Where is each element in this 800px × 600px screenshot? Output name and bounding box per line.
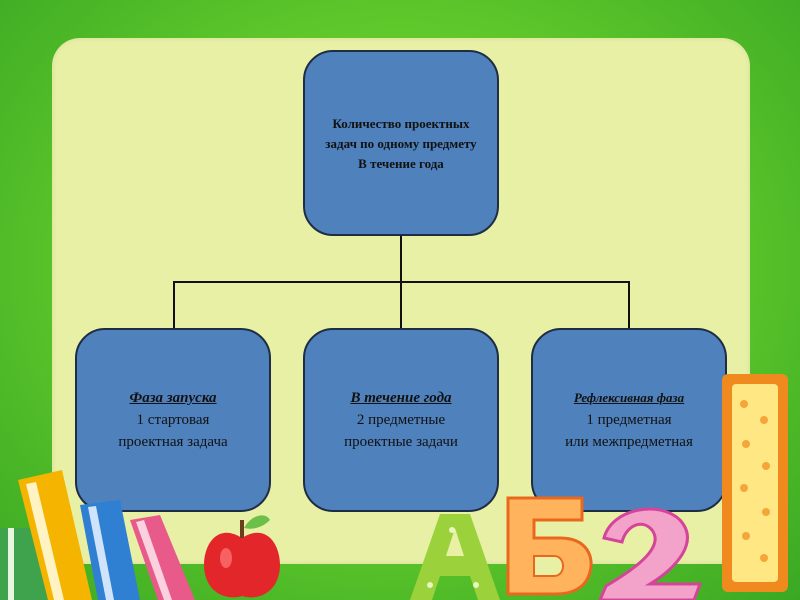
apple-icon: [204, 515, 280, 598]
connector-middle-down: [400, 281, 402, 328]
child-node-reflexive-phase: Рефлексивная фаза 1 предметная или межпр…: [531, 328, 727, 512]
child-title: Рефлексивная фаза: [573, 390, 685, 405]
child-text-line-1: 2 предметные: [356, 412, 446, 428]
root-line-3: В течение года: [358, 156, 444, 171]
child-text-line-1: 1 стартовая: [136, 412, 210, 428]
root-line-2: задач по одному предмету: [325, 136, 477, 151]
root-node: Количество проектных задач по одному пре…: [303, 50, 499, 236]
block-number-2-icon: [598, 507, 703, 600]
connector-root-down: [400, 236, 402, 282]
connector-right-down: [628, 281, 630, 328]
child-text-line-1: 1 предметная: [586, 412, 672, 428]
child-node-during-year: В течение года 2 предметные проектные за…: [303, 328, 499, 512]
child-text-line-2: проектная задача: [118, 434, 228, 450]
child-title: В течение года: [350, 390, 452, 406]
connector-left-down: [173, 281, 175, 328]
books-stack-icon: [0, 470, 195, 600]
child-node-launch-phase: Фаза запуска 1 стартовая проектная задач…: [75, 328, 271, 512]
child-title: Фаза запуска: [129, 390, 217, 406]
child-text-line-2: проектные задачи: [344, 434, 458, 450]
ruler-frame-icon: [722, 374, 788, 592]
block-letter-b-icon: [506, 496, 593, 596]
root-line-1: Количество проектных: [332, 116, 470, 131]
child-text-line-2: или межпредметная: [565, 434, 693, 450]
block-letter-a-icon: [410, 514, 500, 600]
